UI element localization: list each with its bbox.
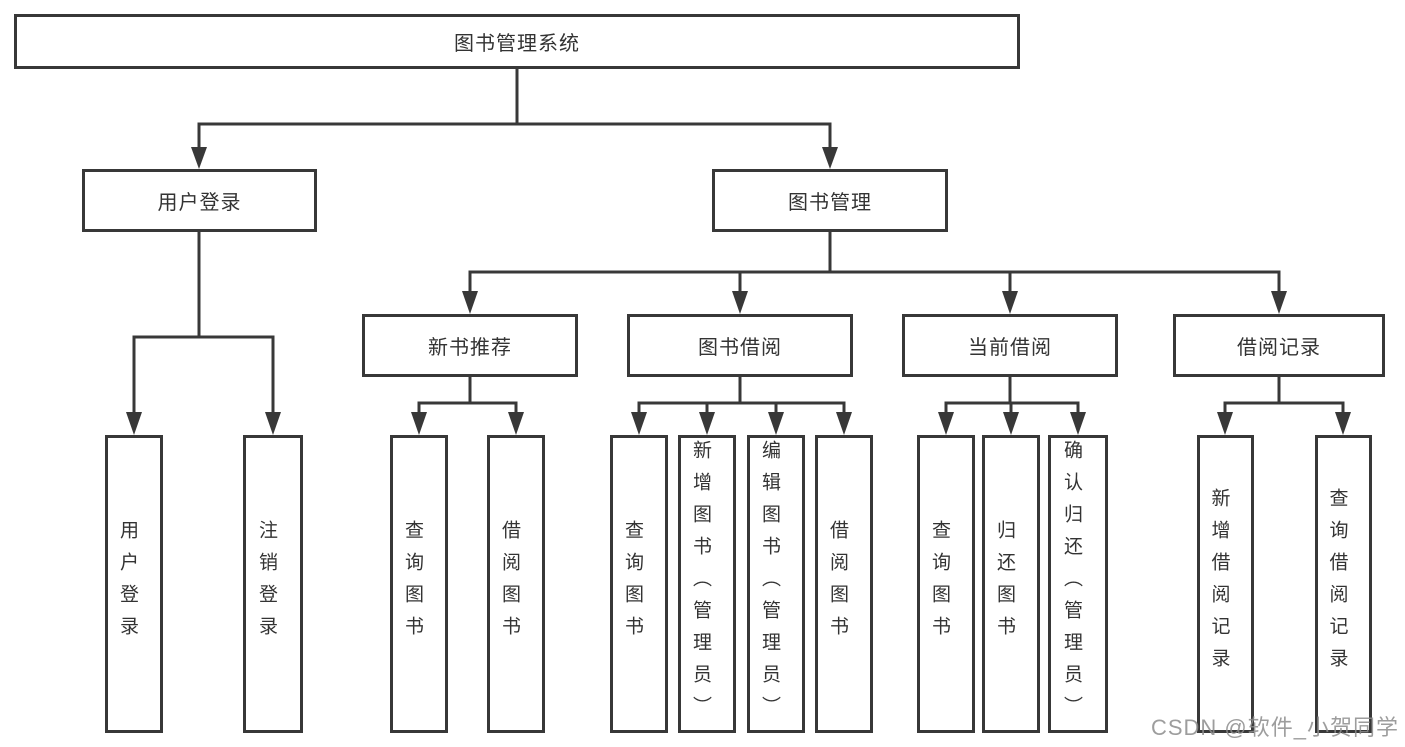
node-record: 借阅记录 bbox=[1173, 314, 1385, 377]
node-borrow: 图书借阅 bbox=[627, 314, 853, 377]
leaf-logout-label: 注销登录 bbox=[256, 520, 277, 648]
leaf-record-add-record: 新增借阅记录 bbox=[1197, 435, 1254, 733]
leaf-borrow-borrow-books-label: 借阅图书 bbox=[827, 520, 848, 648]
node-current: 当前借阅 bbox=[902, 314, 1118, 377]
leaf-record-add-record-label: 新增借阅记录 bbox=[1208, 488, 1230, 680]
leaf-logout: 注销登录 bbox=[243, 435, 303, 733]
leaf-current-return-books: 归还图书 bbox=[982, 435, 1040, 733]
edges-user-login bbox=[126, 230, 281, 435]
node-root: 图书管理系统 bbox=[14, 14, 1020, 69]
leaf-newrec-query-books: 查询图书 bbox=[390, 435, 448, 733]
leaf-newrec-query-books-label: 查询图书 bbox=[402, 520, 423, 648]
leaf-current-confirm-return-admin: 确认归还（管理员） bbox=[1048, 435, 1108, 733]
edges-root bbox=[191, 66, 838, 169]
node-user-login: 用户登录 bbox=[82, 169, 317, 232]
node-book-mgmt: 图书管理 bbox=[712, 169, 948, 232]
leaf-record-query-record-label: 查询借阅记录 bbox=[1326, 488, 1348, 680]
node-root-label: 图书管理系统 bbox=[454, 33, 580, 55]
edges-record bbox=[1217, 375, 1351, 435]
edges-new-rec bbox=[411, 375, 524, 435]
csdn-watermark: CSDN @软件_小贺同学 bbox=[1150, 715, 1399, 740]
node-new-rec-label: 新书推荐 bbox=[428, 337, 512, 359]
edges-borrow bbox=[631, 375, 852, 435]
leaf-borrow-query-books-label: 查询图书 bbox=[622, 520, 643, 648]
node-book-mgmt-label: 图书管理 bbox=[788, 192, 872, 214]
node-record-label: 借阅记录 bbox=[1237, 337, 1321, 359]
leaf-current-confirm-return-admin-label: 确认归还（管理员） bbox=[1061, 440, 1082, 728]
node-new-rec: 新书推荐 bbox=[362, 314, 578, 377]
node-borrow-label: 图书借阅 bbox=[698, 337, 782, 359]
leaf-current-return-books-label: 归还图书 bbox=[994, 520, 1015, 648]
leaf-borrow-query-books: 查询图书 bbox=[610, 435, 668, 733]
leaf-current-query-books-label: 查询图书 bbox=[929, 520, 950, 648]
edges-current bbox=[938, 375, 1086, 435]
leaf-borrow-add-books-admin: 新增图书（管理员） bbox=[678, 435, 736, 733]
leaf-borrow-edit-books-admin: 编辑图书（管理员） bbox=[747, 435, 805, 733]
leaf-record-query-record: 查询借阅记录 bbox=[1315, 435, 1372, 733]
leaf-borrow-add-books-admin-label: 新增图书（管理员） bbox=[690, 440, 711, 728]
leaf-user-login: 用户登录 bbox=[105, 435, 163, 733]
node-user-login-label: 用户登录 bbox=[157, 192, 242, 214]
edges-book-mgmt bbox=[462, 230, 1287, 314]
leaf-user-login-label: 用户登录 bbox=[117, 520, 138, 648]
leaf-borrow-edit-books-admin-label: 编辑图书（管理员） bbox=[759, 440, 780, 728]
node-current-label: 当前借阅 bbox=[968, 337, 1052, 359]
leaf-borrow-borrow-books: 借阅图书 bbox=[815, 435, 873, 733]
leaf-newrec-borrow-books-label: 借阅图书 bbox=[499, 520, 520, 648]
leaf-current-query-books: 查询图书 bbox=[917, 435, 975, 733]
leaf-newrec-borrow-books: 借阅图书 bbox=[487, 435, 545, 733]
